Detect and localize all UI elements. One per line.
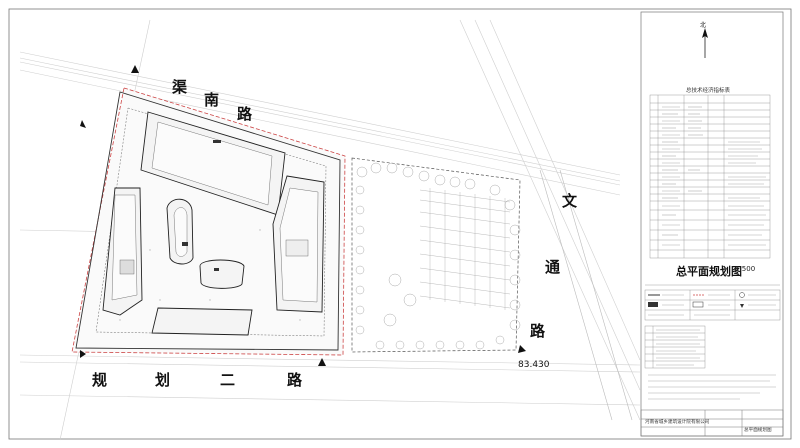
parking-rows xyxy=(419,189,511,309)
tree-symbols xyxy=(355,162,521,350)
drawing-frame xyxy=(8,8,792,440)
info-panel-frame xyxy=(640,11,784,437)
east-road-char-1: 文 xyxy=(562,192,578,210)
north-road-char-1: 渠 xyxy=(172,78,188,96)
site-inner-boundary xyxy=(75,91,341,351)
building-details xyxy=(119,140,309,275)
company-name: 河南省城乡建筑设计院有限公司 xyxy=(645,420,710,425)
legend-text-strokes xyxy=(648,294,776,316)
building-south xyxy=(151,307,253,336)
notes-text-strokes xyxy=(648,329,776,400)
plan-scale: 1:500 xyxy=(735,265,756,273)
index-table-title: 总技术经济指标表 xyxy=(686,88,731,94)
parking-stall-ticks xyxy=(429,188,506,310)
notes-table-grid xyxy=(644,325,706,369)
title-block-grid xyxy=(640,409,784,437)
drawing-name: 总平面规划图 xyxy=(744,428,772,433)
plan-title: 总平面规划图 xyxy=(676,265,742,278)
elevation-label: 83.430 xyxy=(518,360,550,370)
west-road-char-3: 二 xyxy=(220,371,236,389)
east-parking-boundary xyxy=(351,157,521,353)
east-road-edges xyxy=(539,169,633,421)
access-arrows xyxy=(80,65,526,366)
legend-symbols xyxy=(648,292,745,308)
west-road-char-1: 规 xyxy=(92,371,108,389)
north-arrow xyxy=(702,28,708,58)
north-road-char-3: 路 xyxy=(237,105,253,123)
north-label: 北 xyxy=(700,22,707,29)
north-road-char-2: 南 xyxy=(204,91,220,109)
east-road-char-3: 路 xyxy=(530,322,546,340)
background-road-lines xyxy=(19,19,641,441)
index-table-text-strokes xyxy=(662,106,766,246)
buildings xyxy=(102,111,325,336)
legend-grid xyxy=(644,284,781,321)
east-road-char-2: 通 xyxy=(545,258,561,276)
building-small xyxy=(199,259,245,289)
index-table-grid xyxy=(649,94,771,259)
west-road-char-2: 划 xyxy=(155,371,171,389)
west-road-char-4: 路 xyxy=(287,371,303,389)
